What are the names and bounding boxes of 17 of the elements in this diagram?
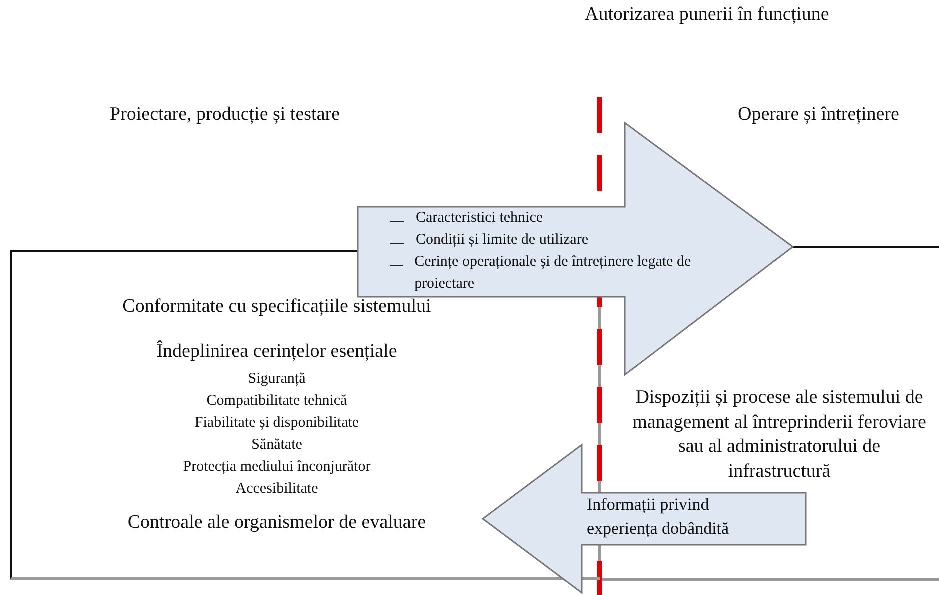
phase-heading: Operare și întreținere — [738, 104, 900, 127]
phase-heading: Proiectare, producție și testare — [110, 104, 342, 127]
list-item: Compatibilitate tehnică — [206, 392, 348, 410]
list-item: Condiții și limite de utilizare — [416, 231, 588, 250]
list-item: Caracteristici tehnice — [416, 209, 544, 228]
boundary-label: Autorizarea punerii în funcțiune — [585, 4, 830, 27]
list-item: Fiabilitate și disponibilitate — [194, 414, 360, 432]
panel-text: Dispoziții și procese ale sistemului de management al întreprinderii feroviare sau al administratorului de infrastructură — [632, 386, 928, 484]
panel-text: Controale ale organismelor de evaluare — [126, 512, 428, 535]
panel-text: Îndeplinirea cerințelor esențiale — [156, 341, 398, 364]
list-item: Sănătate — [250, 436, 304, 454]
arrow-text: Informații privind experiența dobândită — [587, 494, 730, 540]
list-item: Accesibilitate — [234, 480, 320, 498]
list-item: Protecția mediului înconjurător — [182, 458, 372, 476]
panel-text: Conformitate cu specificațiile sistemului — [122, 296, 432, 319]
list-item: Cerințe operaționale și de întreținere legate de proiectare — [414, 253, 692, 294]
list-item: Siguranță — [247, 370, 307, 388]
